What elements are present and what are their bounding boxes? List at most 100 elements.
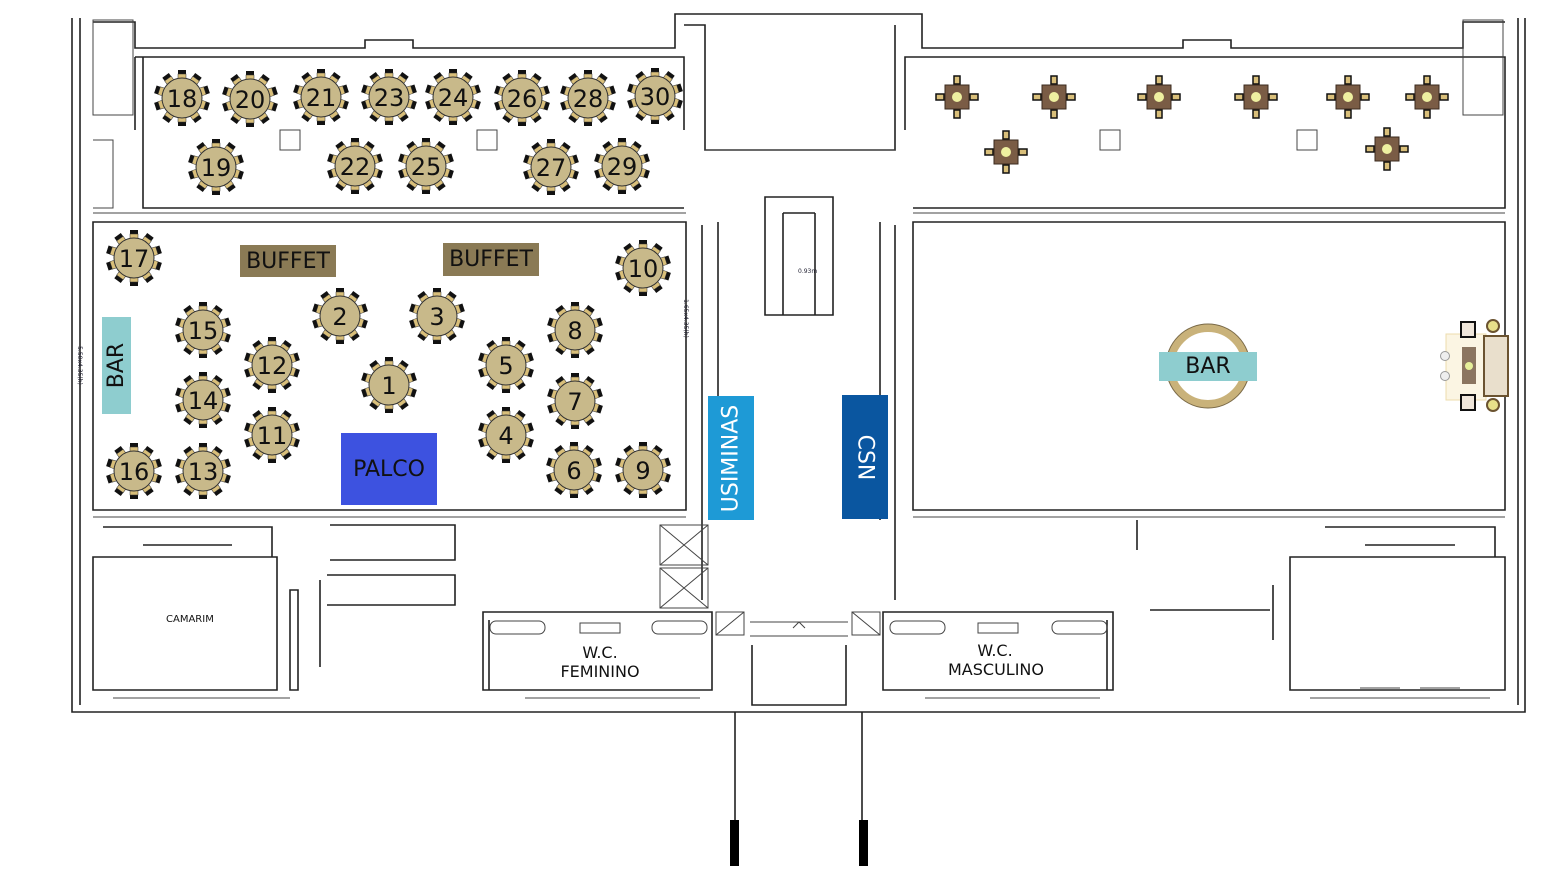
round-table-13: 13 [175, 443, 231, 499]
dimension-center: 0.93m [798, 268, 818, 275]
round-table-25: 25 [398, 138, 454, 194]
chair-icon [141, 445, 154, 459]
chair-icon [223, 179, 236, 193]
chair-icon [189, 110, 202, 124]
round-table-12: 12 [244, 337, 300, 393]
chair-icon [406, 140, 419, 154]
round-table-26: 26 [494, 70, 550, 126]
chair-icon [1050, 75, 1058, 85]
buffet-left: BUFFET [240, 245, 336, 277]
wc-masculino-label-1: W.C. [977, 640, 1013, 660]
table-number: 9 [635, 457, 650, 485]
bar-left: BAR [102, 317, 131, 414]
chair-icon [554, 444, 567, 458]
round-table-10: 10 [615, 240, 671, 296]
chair-icon [361, 372, 373, 384]
table-number: 2 [332, 303, 347, 331]
round-table-9: 9 [615, 442, 671, 498]
table-number: 8 [567, 317, 582, 345]
usiminas-label: USIMINAS [718, 404, 744, 512]
table-number: 25 [411, 153, 442, 181]
round-table-15: 15 [175, 302, 231, 358]
table-number: 6 [566, 457, 581, 485]
chair-icon [1252, 75, 1260, 85]
chair-icon [1234, 93, 1244, 101]
round-table-7: 7 [547, 373, 603, 429]
round-table-3: 3 [409, 288, 465, 344]
chair-icon [219, 387, 231, 399]
table-number: 4 [498, 422, 513, 450]
chair-icon [1252, 109, 1260, 119]
chair-icon [547, 317, 559, 329]
chair-icon [1405, 93, 1415, 101]
chair-icon [433, 178, 446, 192]
chair-icon [1032, 93, 1042, 101]
centerpiece-icon [1154, 92, 1164, 102]
chair-icon [150, 472, 162, 484]
chair-icon [486, 377, 499, 391]
csn-booth: CSN [842, 395, 888, 519]
table-number: 10 [628, 255, 659, 283]
round-table-22: 22 [327, 138, 383, 194]
chair-icon [369, 109, 382, 123]
chair-icon [398, 167, 410, 179]
table-number: 15 [188, 317, 219, 345]
round-table-17: 17 [106, 230, 162, 286]
camarim-label: CAMARIM [166, 614, 214, 625]
round-table-27: 27 [523, 139, 579, 195]
chair-icon [183, 342, 196, 356]
wc-masculino-label-2: MASCULINO [948, 659, 1044, 679]
table-number: 28 [573, 85, 604, 113]
square-tables [935, 75, 1449, 174]
chair-icon [1344, 109, 1352, 119]
table-number: 24 [438, 84, 469, 112]
chair-icon [114, 445, 127, 459]
round-table-19: 19 [188, 139, 244, 195]
round-table-23: 23 [361, 69, 417, 125]
centerpiece-icon [952, 92, 962, 102]
round-table-6: 6 [546, 442, 602, 498]
chair-icon [984, 148, 994, 156]
chair-icon [953, 109, 961, 119]
chair-icon [1423, 75, 1431, 85]
table-number: 13 [188, 458, 219, 486]
chair-icon [369, 71, 382, 85]
lounge-set [1440, 319, 1509, 412]
round-table-18: 18 [154, 70, 210, 126]
centerpiece-icon [1382, 144, 1392, 154]
chair-icon [1399, 145, 1409, 153]
chair-icon [555, 375, 568, 389]
table-number: 16 [119, 458, 150, 486]
chair-icon [523, 154, 535, 166]
chair-icon [312, 317, 324, 329]
chair-icon [1365, 145, 1375, 153]
square-table [1137, 75, 1181, 119]
chair-icon [210, 342, 223, 356]
square-table [1234, 75, 1278, 119]
walls [71, 13, 1526, 866]
chair-icon [1344, 75, 1352, 85]
table-number: 23 [374, 84, 405, 112]
round-table-8: 8 [547, 302, 603, 358]
chair-icon [623, 444, 636, 458]
chair-icon [1155, 109, 1163, 119]
round-table-30: 30 [627, 68, 683, 124]
chair-icon [935, 93, 945, 101]
chair-icon [230, 111, 243, 125]
table-number: 26 [507, 85, 538, 113]
round-table-21: 21 [293, 69, 349, 125]
table-number: 14 [188, 387, 219, 415]
csn-label: CSN [852, 434, 878, 480]
chair-icon [1002, 164, 1010, 174]
chair-icon [279, 447, 292, 461]
square-table [1405, 75, 1449, 119]
square-table [935, 75, 979, 119]
chair-icon [1360, 93, 1370, 101]
table-number: 20 [235, 86, 266, 114]
round-table-20: 20 [222, 71, 278, 127]
centerpiece-icon [1422, 92, 1432, 102]
round-table-24: 24 [425, 69, 481, 125]
round-table-4: 4 [478, 407, 534, 463]
wc-feminino-label-1: W.C. [582, 642, 618, 662]
